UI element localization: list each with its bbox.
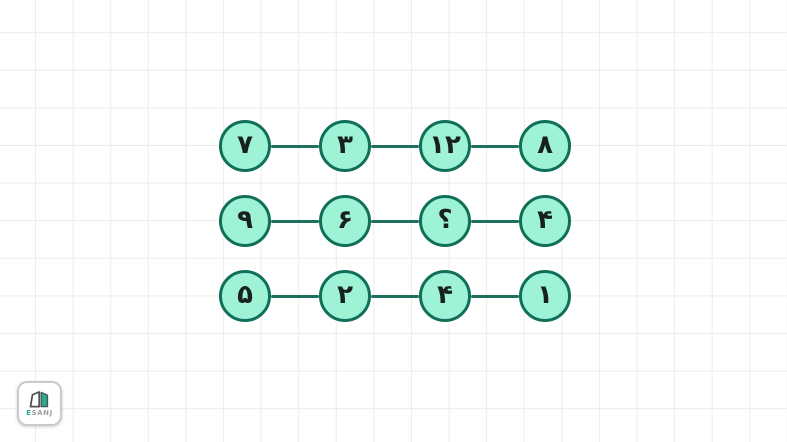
connector-line xyxy=(271,219,319,223)
connector-line xyxy=(471,144,519,148)
connector-line xyxy=(371,294,419,298)
connector-line xyxy=(371,219,419,223)
circle-number: ۷ xyxy=(237,130,253,160)
circle-number: ۳ xyxy=(337,130,353,160)
connector-line xyxy=(271,144,319,148)
esanj-book-icon xyxy=(27,390,53,409)
circle-question-mark: ؟ xyxy=(437,205,453,235)
connector-line xyxy=(471,219,519,223)
connector-line xyxy=(271,294,319,298)
puzzle-circle-unknown: ؟ xyxy=(419,195,471,247)
puzzle-circle: ۷ xyxy=(219,120,271,172)
circle-number: ۱ xyxy=(537,280,553,310)
puzzle-circle: ۶ xyxy=(319,195,371,247)
puzzle-circle: ۵ xyxy=(219,270,271,322)
circle-number: ۴ xyxy=(437,280,453,310)
puzzle-circle: ۹ xyxy=(219,195,271,247)
connector-line xyxy=(471,294,519,298)
puzzle-grid: ۷ ۳ ۱۲ ۸ ۹ ۶ ؟ ۴ ۵ ۲ ۴ ۱ xyxy=(219,120,571,322)
circle-number: ۱۲ xyxy=(429,130,461,160)
puzzle-circle: ۴ xyxy=(419,270,471,322)
circle-number: ۹ xyxy=(237,205,253,235)
circle-number: ۵ xyxy=(237,280,253,310)
puzzle-row: ۷ ۳ ۱۲ ۸ xyxy=(219,120,571,172)
esanj-logo-badge: ESANJ xyxy=(17,381,62,426)
connector-line xyxy=(371,144,419,148)
puzzle-circle: ۲ xyxy=(319,270,371,322)
puzzle-circle: ۳ xyxy=(319,120,371,172)
circle-number: ۲ xyxy=(337,280,353,310)
puzzle-row: ۵ ۲ ۴ ۱ xyxy=(219,270,571,322)
circle-number: ۸ xyxy=(537,130,553,160)
puzzle-circle: ۴ xyxy=(519,195,571,247)
circle-number: ۶ xyxy=(337,205,353,235)
puzzle-row: ۹ ۶ ؟ ۴ xyxy=(219,195,571,247)
puzzle-circle: ۱ xyxy=(519,270,571,322)
circle-number: ۴ xyxy=(537,205,553,235)
puzzle-circle: ۸ xyxy=(519,120,571,172)
esanj-logo-text: ESANJ xyxy=(26,409,53,417)
puzzle-circle: ۱۲ xyxy=(419,120,471,172)
